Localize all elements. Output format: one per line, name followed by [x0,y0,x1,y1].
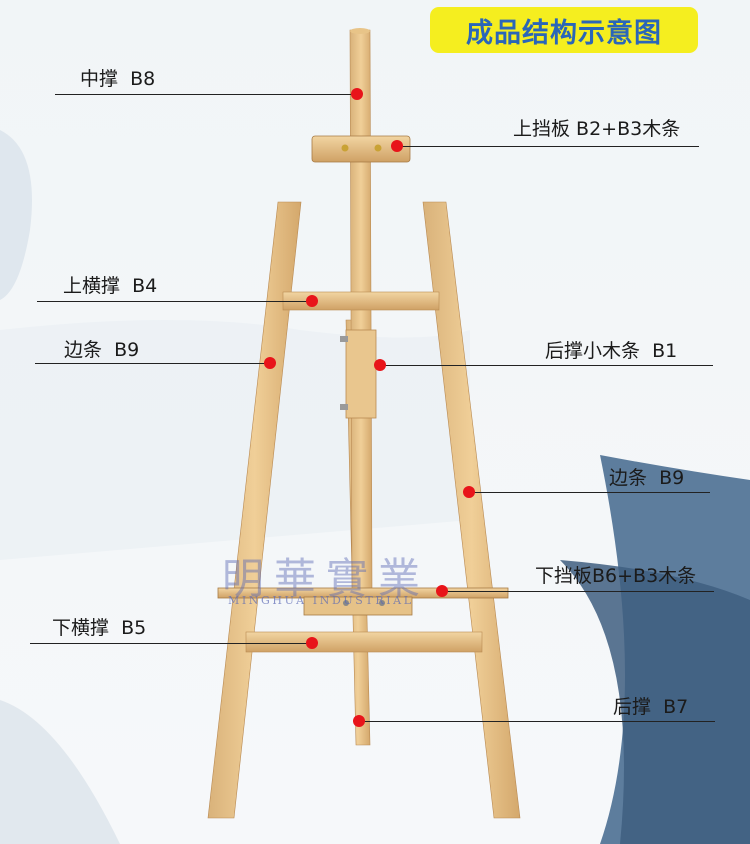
watermark-chinese: 明華實業 [222,554,431,603]
title-badge: 成品结构示意图 [430,7,698,53]
marker-dot-rear-brace [353,715,365,727]
part-label-rear-brace: 后撑 B7 [613,696,689,718]
leader-line-upper-crossbar [37,301,312,302]
marker-dot-lower-crossbar [306,637,318,649]
part-label-upper-board: 上挡板 B2+B3木条 [513,118,681,140]
leader-line-side-bar-right [469,492,710,493]
watermark-english: MINGHUA INDUSTRIAL [228,594,414,607]
part-label-rear-small-strip: 后撑小木条 B1 [545,340,678,362]
marker-dot-upper-board [391,140,403,152]
marker-dot-side-bar-left [264,357,276,369]
leader-line-rear-small-strip [380,365,713,366]
part-label-side-bar-right: 边条 B9 [609,467,685,489]
leader-line-side-bar-left [35,363,270,364]
leader-line-upper-board [397,146,699,147]
part-label-side-bar-left: 边条 B9 [64,339,140,361]
part-label-lower-board: 下挡板B6+B3木条 [535,565,697,587]
marker-dot-rear-small-strip [374,359,386,371]
part-label-middle-brace: 中撑 B8 [80,68,156,90]
marker-dot-lower-board [436,585,448,597]
marker-dot-side-bar-right [463,486,475,498]
leader-line-lower-board [442,591,714,592]
leader-line-rear-brace [359,721,715,722]
part-label-lower-crossbar: 下横撑 B5 [52,617,147,639]
leader-line-middle-brace [55,94,358,95]
leader-line-lower-crossbar [30,643,312,644]
part-label-upper-crossbar: 上横撑 B4 [63,275,158,297]
marker-dot-middle-brace [351,88,363,100]
marker-dot-upper-crossbar [306,295,318,307]
